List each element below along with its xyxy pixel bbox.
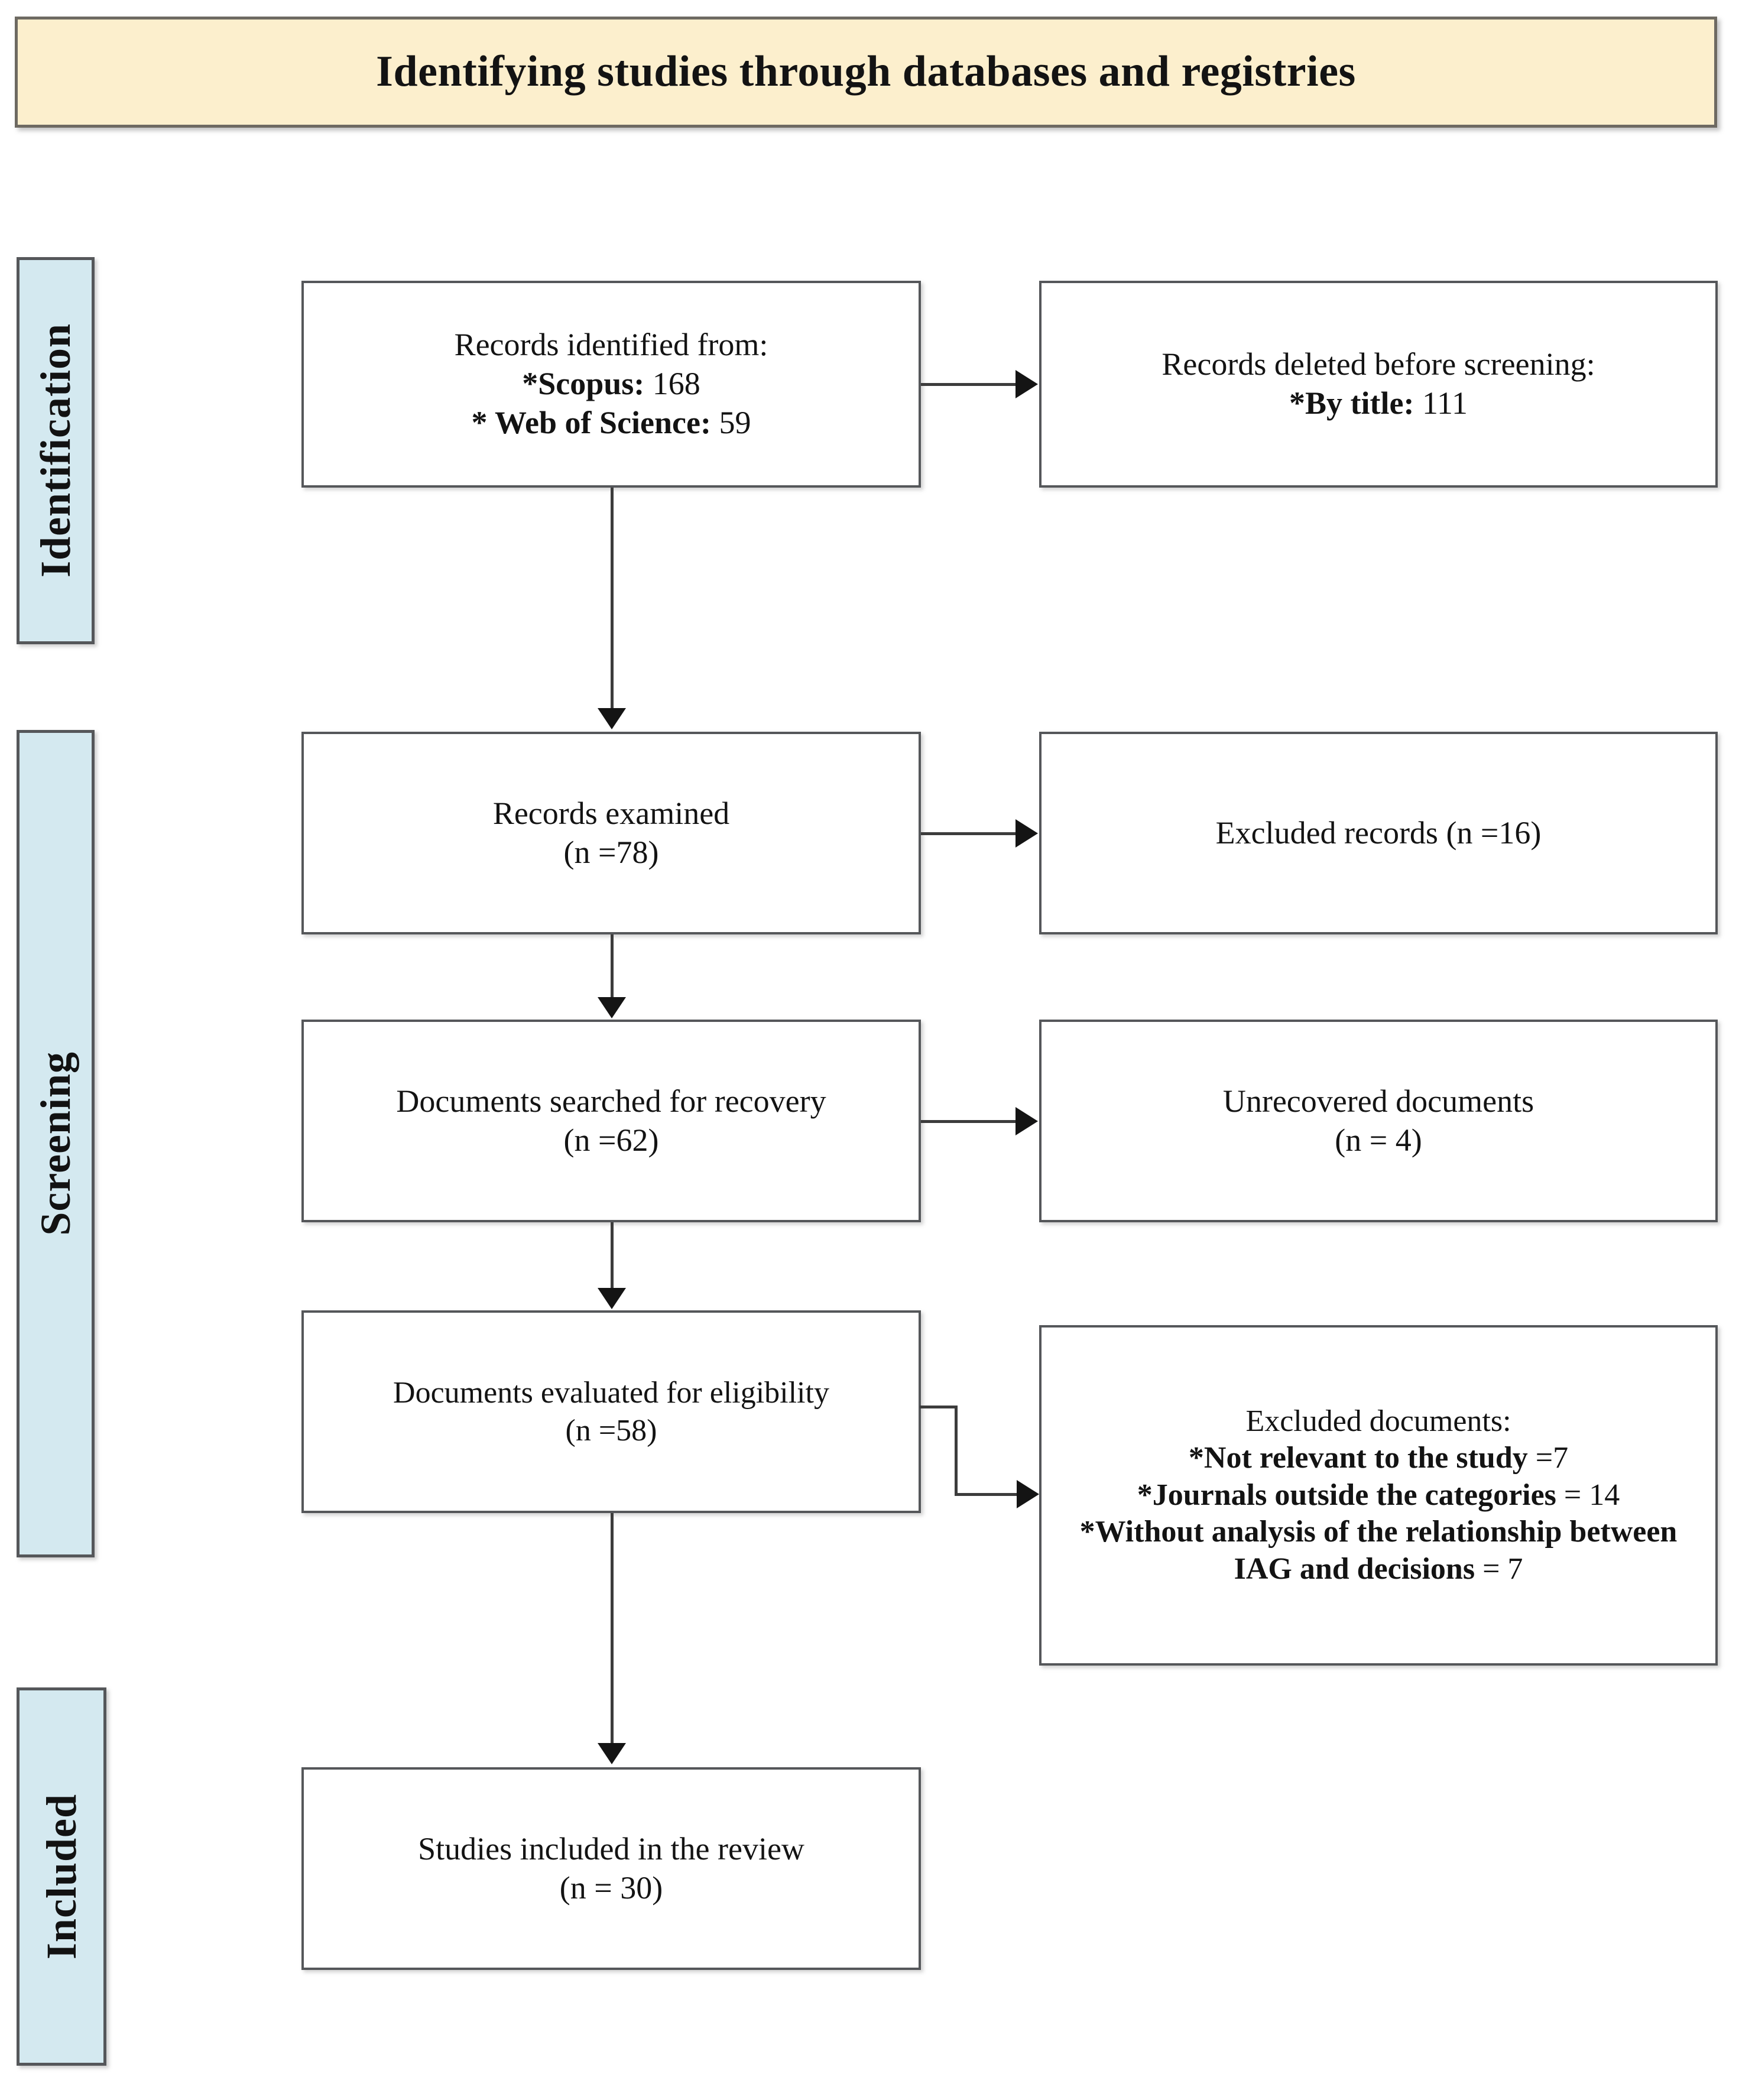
connector-examined-to-recovery bbox=[611, 934, 614, 998]
by-title-value: 111 bbox=[1414, 385, 1468, 421]
stage-label-included: Included bbox=[17, 1687, 106, 2066]
box-documents-evaluated-eligibility: Documents evaluated for eligibility (n =… bbox=[301, 1310, 921, 1513]
unrecovered-line-2: (n = 4) bbox=[1335, 1122, 1422, 1158]
not-relevant-label: *Not relevant to the study bbox=[1188, 1441, 1528, 1475]
connector-eligibility-elbow-bottom bbox=[955, 1493, 1021, 1496]
connector-recovery-to-eligibility bbox=[611, 1222, 614, 1288]
scopus-value: 168 bbox=[644, 366, 700, 402]
stage-label-identification: Identification bbox=[17, 257, 95, 644]
box-records-identified: Records identified from: *Scopus: 168 * … bbox=[301, 281, 921, 488]
box-studies-included: Studies included in the review (n = 30) bbox=[301, 1767, 921, 1970]
arrowhead-recovery-to-eligibility bbox=[598, 1288, 626, 1309]
page-title: Identifying studies through databases an… bbox=[376, 47, 1356, 96]
stage-label-screening: Screening bbox=[17, 730, 95, 1557]
records-identified-line-1: Records identified from: bbox=[454, 327, 768, 363]
excluded-records-line-1: Excluded records (n =16) bbox=[1215, 814, 1542, 851]
without-analysis-label: *Without analysis of the relationship be… bbox=[1079, 1515, 1678, 1586]
box-records-deleted-text: Records deleted before screening: *By ti… bbox=[1042, 345, 1715, 423]
box-excluded-records: Excluded records (n =16) bbox=[1039, 732, 1718, 934]
recovery-line-1: Documents searched for recovery bbox=[396, 1083, 826, 1119]
arrowhead-recovery-to-unrecovered bbox=[1016, 1107, 1038, 1135]
connector-eligibility-to-included bbox=[611, 1513, 614, 1744]
unrecovered-line-1: Unrecovered documents bbox=[1222, 1083, 1534, 1119]
box-records-identified-text: Records identified from: *Scopus: 168 * … bbox=[304, 326, 919, 443]
records-examined-line-2: (n =78) bbox=[563, 834, 659, 870]
box-unrecovered-documents-text: Unrecovered documents (n = 4) bbox=[1042, 1082, 1715, 1160]
connector-eligibility-elbow-vertical bbox=[955, 1406, 958, 1495]
box-records-examined-text: Records examined (n =78) bbox=[304, 794, 919, 872]
box-excluded-records-text: Excluded records (n =16) bbox=[1042, 814, 1715, 853]
without-analysis-value: = 7 bbox=[1475, 1552, 1523, 1586]
not-relevant-value: =7 bbox=[1527, 1441, 1569, 1475]
excluded-documents-line-3: *Journals outside the categories = 14 bbox=[1050, 1477, 1707, 1514]
records-identified-line-3: * Web of Science: 59 bbox=[312, 404, 910, 443]
arrowhead-eligibility-to-excluded-documents bbox=[1017, 1480, 1039, 1508]
diagram-title-banner: Identifying studies through databases an… bbox=[15, 17, 1717, 128]
arrowhead-identified-to-examined bbox=[598, 708, 626, 729]
connector-examined-to-excluded bbox=[921, 832, 1017, 835]
box-documents-searched-recovery: Documents searched for recovery (n =62) bbox=[301, 1020, 921, 1222]
box-documents-searched-recovery-text: Documents searched for recovery (n =62) bbox=[304, 1082, 919, 1160]
excluded-documents-line-4: *Without analysis of the relationship be… bbox=[1050, 1514, 1707, 1588]
box-excluded-documents: Excluded documents: *Not relevant to the… bbox=[1039, 1325, 1718, 1666]
wos-label: * Web of Science: bbox=[471, 404, 711, 440]
box-excluded-documents-text: Excluded documents: *Not relevant to the… bbox=[1042, 1403, 1715, 1588]
scopus-label: *Scopus: bbox=[522, 366, 645, 402]
connector-recovery-to-unrecovered bbox=[921, 1120, 1017, 1123]
box-studies-included-text: Studies included in the review (n = 30) bbox=[304, 1830, 919, 1908]
stage-label-text: Included bbox=[37, 1793, 85, 1960]
box-records-examined: Records examined (n =78) bbox=[301, 732, 921, 934]
box-unrecovered-documents: Unrecovered documents (n = 4) bbox=[1039, 1020, 1718, 1222]
journals-outside-label: *Journals outside the categories bbox=[1137, 1478, 1556, 1512]
eligibility-line-2: (n =58) bbox=[565, 1413, 657, 1447]
arrowhead-eligibility-to-included bbox=[598, 1743, 626, 1764]
by-title-label: *By title: bbox=[1289, 385, 1414, 421]
included-line-1: Studies included in the review bbox=[418, 1830, 804, 1867]
included-line-2: (n = 30) bbox=[559, 1869, 663, 1906]
arrowhead-examined-to-excluded bbox=[1016, 819, 1038, 848]
records-identified-line-2: *Scopus: 168 bbox=[312, 365, 910, 404]
box-documents-evaluated-eligibility-text: Documents evaluated for eligibility (n =… bbox=[304, 1374, 919, 1449]
arrowhead-examined-to-recovery bbox=[598, 997, 626, 1018]
stage-label-text: Identification bbox=[31, 323, 79, 578]
wos-value: 59 bbox=[710, 404, 751, 440]
records-deleted-line-1: Records deleted before screening: bbox=[1162, 346, 1595, 382]
arrowhead-identified-to-deleted bbox=[1016, 370, 1038, 398]
eligibility-line-1: Documents evaluated for eligibility bbox=[393, 1376, 829, 1410]
stage-label-text: Screening bbox=[31, 1051, 79, 1236]
recovery-line-2: (n =62) bbox=[563, 1122, 659, 1158]
connector-eligibility-elbow-top bbox=[920, 1406, 958, 1408]
excluded-documents-line-1: Excluded documents: bbox=[1245, 1404, 1511, 1439]
connector-identified-to-examined bbox=[611, 488, 614, 709]
excluded-documents-line-2: *Not relevant to the study =7 bbox=[1050, 1440, 1707, 1476]
records-deleted-line-2: *By title: 111 bbox=[1050, 384, 1707, 423]
records-examined-line-1: Records examined bbox=[492, 795, 730, 831]
connector-identified-to-deleted bbox=[921, 383, 1017, 386]
box-records-deleted: Records deleted before screening: *By ti… bbox=[1039, 281, 1718, 488]
journals-outside-value: = 14 bbox=[1556, 1478, 1620, 1512]
